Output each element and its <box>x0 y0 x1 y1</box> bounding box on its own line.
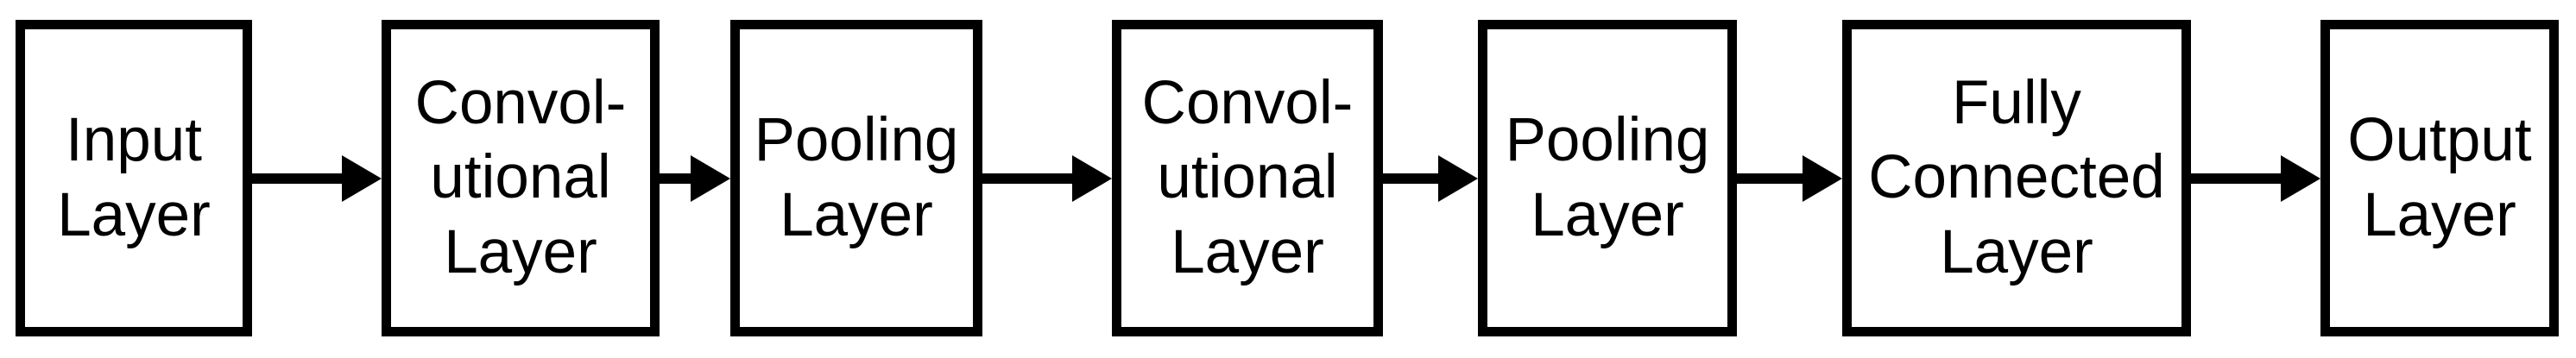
arrow-fully-connected-to-output <box>2191 20 2320 336</box>
arrow-convolutional-2-to-pooling-2 <box>1383 20 1478 336</box>
arrow-head-icon <box>691 154 730 202</box>
node-pooling-layer-2-label: Pooling Layer <box>1505 105 1710 249</box>
arrow-head-icon <box>1803 154 1842 202</box>
arrow-shaft <box>1737 173 1803 184</box>
arrow-shaft <box>2191 173 2282 184</box>
arrow-shaft <box>1383 173 1439 184</box>
node-pooling-layer-1: Pooling Layer <box>730 20 982 336</box>
arrow-convolutional-1-to-pooling-1 <box>660 20 730 336</box>
arrow-shaft <box>660 173 691 184</box>
node-input-layer: Input Layer <box>16 20 252 336</box>
node-output-layer-label: Output Layer <box>2347 105 2532 249</box>
arrow-shaft <box>982 173 1073 184</box>
node-pooling-layer-2: Pooling Layer <box>1478 20 1737 336</box>
node-fully-connected-layer: Fully Connected Layer <box>1842 20 2191 336</box>
node-convolutional-layer-2: Convol- utional Layer <box>1112 20 1383 336</box>
arrow-pooling-1-to-convolutional-2 <box>982 20 1112 336</box>
node-pooling-layer-1-label: Pooling Layer <box>754 105 959 249</box>
arrow-head-icon <box>1438 154 1478 202</box>
arrow-input-to-convolutional-1 <box>252 20 382 336</box>
arrow-pooling-2-to-fully-connected <box>1737 20 1842 336</box>
node-input-layer-label: Input Layer <box>57 105 211 249</box>
node-convolutional-layer-1: Convol- utional Layer <box>382 20 660 336</box>
arrow-shaft <box>252 173 343 184</box>
node-fully-connected-layer-label: Fully Connected Layer <box>1868 68 2165 286</box>
node-convolutional-layer-2-label: Convol- utional Layer <box>1141 68 1354 286</box>
arrow-head-icon <box>342 154 382 202</box>
node-output-layer: Output Layer <box>2320 20 2559 336</box>
arrow-head-icon <box>2281 154 2320 202</box>
node-convolutional-layer-1-label: Convol- utional Layer <box>414 68 627 286</box>
arrow-head-icon <box>1072 154 1112 202</box>
